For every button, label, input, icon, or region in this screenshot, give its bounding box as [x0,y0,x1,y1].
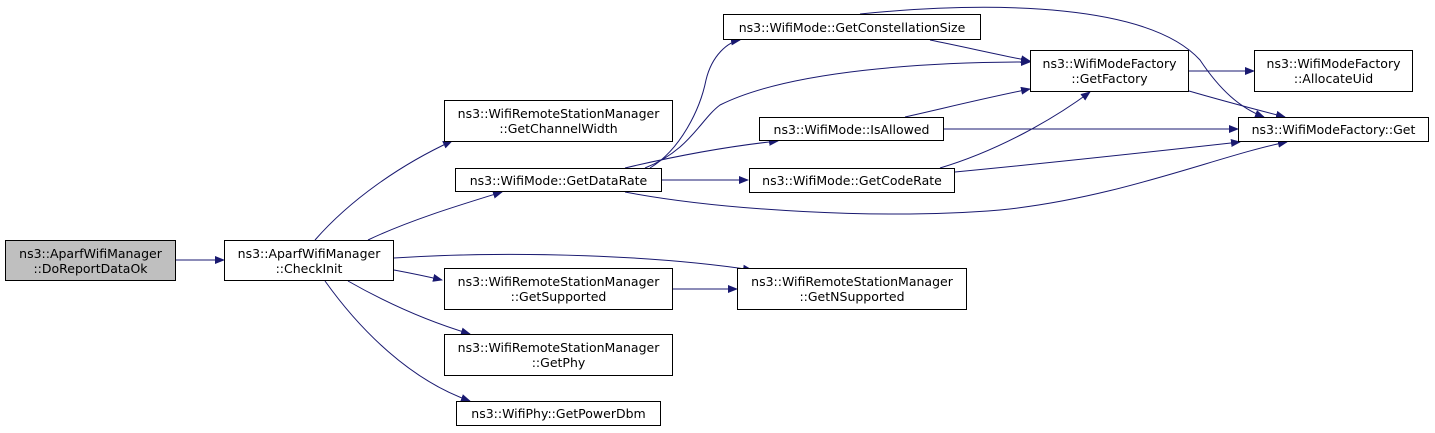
node-label-line: ns3::AparfWifiManager [237,245,381,261]
edge-check-init-to-get-phy [347,280,471,336]
node-get-data-rate[interactable]: ns3::WifiMode::GetDataRate [455,168,662,192]
node-get-factory[interactable]: ns3::WifiModeFactory ::GetFactory [1030,50,1189,92]
node-wifi-mode-factory-get[interactable]: ns3::WifiModeFactory::Get [1238,117,1429,142]
node-is-allowed[interactable]: ns3::WifiMode::IsAllowed [759,117,944,141]
node-label-line: ns3::WifiRemoteStationManager [457,340,660,355]
node-label-line: ::GetPhy [531,355,586,370]
edge-get-data-rate-to-get-factory [644,58,1031,169]
edge-get-data-rate-to-get-constellation-size [649,37,741,169]
node-label-line: ::GetFactory [1071,71,1148,86]
edge-check-init-to-get-power-dbm [324,280,471,402]
node-label-line: ns3::WifiPhy::GetPowerDbm [471,406,646,421]
node-label-line: ns3::WifiModeFactory::Get [1251,122,1416,137]
node-label-line: ns3::WifiMode::GetConstellationSize [738,19,966,35]
edge-check-init-to-get-nsupported [393,253,753,273]
edge-is-allowed-to-get-factory [904,86,1031,118]
node-label-line: ::DoReportDataOk [33,260,148,276]
node-get-supported[interactable]: ns3::WifiRemoteStationManager ::GetSuppo… [444,268,673,310]
edge-get-data-rate-to-is-allowed [624,137,779,169]
node-label-line: ::AllocateUid [1293,71,1374,86]
node-label-line: ns3::AparfWifiManager [19,245,162,261]
node-label-line: ns3::WifiRemoteStationManager [457,274,660,289]
node-label-line: ns3::WifiMode::GetDataRate [469,172,648,188]
node-get-constellation-size[interactable]: ns3::WifiMode::GetConstellationSize [723,14,981,40]
node-label-line: ::GetChannelWidth [499,121,618,136]
edge-get-constellation-size-to-factory-get [859,6,1265,118]
edge-get-constellation-size-to-get-factory [929,39,1031,64]
edge-check-init-to-get-data-rate [367,190,503,241]
node-label-line: ns3::WifiModeFactory [1042,56,1177,71]
node-label-line: ns3::WifiRemoteStationManager [457,106,660,121]
node-get-phy[interactable]: ns3::WifiRemoteStationManager ::GetPhy [444,334,673,376]
edge-check-init-to-get-supported [393,269,443,282]
edge-get-data-rate-to-factory-get [624,139,1288,215]
node-get-channel-width[interactable]: ns3::WifiRemoteStationManager ::GetChann… [444,100,673,142]
node-allocate-uid[interactable]: ns3::WifiModeFactory ::AllocateUid [1254,50,1413,92]
node-check-init[interactable]: ns3::AparfWifiManager ::CheckInit [224,240,394,281]
edge-get-code-rate-to-get-factory [939,91,1091,169]
edge-get-code-rate-to-factory-get [954,139,1241,173]
node-label-line: ::GetNSupported [799,289,905,304]
node-label-line: ns3::WifiRemoteStationManager [751,274,953,289]
node-get-n-supported[interactable]: ns3::WifiRemoteStationManager ::GetNSupp… [737,268,967,310]
edge-get-factory-to-factory-get [1188,90,1286,119]
node-get-code-rate[interactable]: ns3::WifiMode::GetCodeRate [749,168,955,193]
node-label-line: ::CheckInit [275,260,343,276]
node-do-report-data-ok[interactable]: ns3::AparfWifiManager ::DoReportDataOk [5,240,176,281]
node-label-line: ns3::WifiMode::GetCodeRate [762,173,942,188]
edge-check-init-to-get-channel-width [314,140,453,241]
node-get-power-dbm[interactable]: ns3::WifiPhy::GetPowerDbm [456,401,661,426]
node-label-line: ns3::WifiMode::IsAllowed [773,121,930,137]
node-label-line: ::GetSupported [510,289,607,304]
node-label-line: ns3::WifiModeFactory [1266,56,1401,71]
